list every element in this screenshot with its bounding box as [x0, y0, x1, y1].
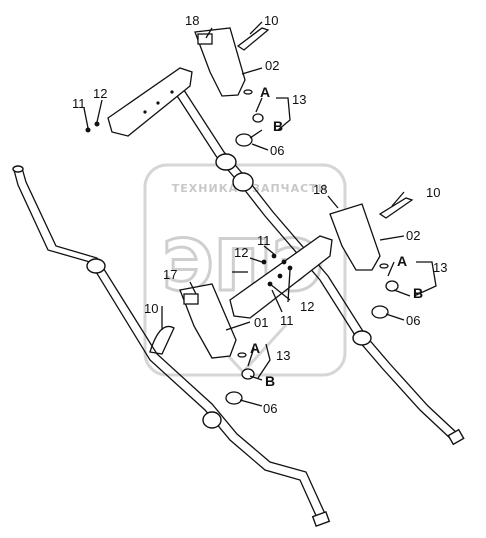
upper-assembly: [85, 27, 270, 147]
watermark-text-left: ТЕХНИКА: [172, 182, 238, 195]
middle-assembly: [229, 197, 414, 319]
label-A-low: A: [250, 340, 260, 356]
label-01: 01: [254, 315, 268, 330]
lower-nozzle-cap: [183, 293, 199, 305]
label-11-mid-b: 11: [280, 313, 294, 328]
lower-fitting: [225, 391, 243, 405]
callouts: 18 10 02 12 11 A 13 B 06 18 10 02 12 11 …: [72, 13, 447, 416]
label-B-mid: B: [413, 285, 423, 301]
label-06-low: 06: [263, 401, 277, 416]
upper-nozzle-cap: [197, 33, 213, 45]
left-pipe-joint-2: [202, 411, 222, 429]
middle-fitting: [371, 305, 389, 319]
right-pipe-joint-1: [215, 153, 237, 171]
label-06-mid: 06: [406, 313, 420, 328]
label-12-top: 12: [93, 86, 107, 101]
label-13-mid: 13: [433, 260, 447, 275]
label-B-top: B: [273, 118, 283, 134]
label-10-low: 10: [144, 301, 158, 316]
label-02-top: 02: [265, 58, 279, 73]
lower-clip: [149, 325, 175, 355]
label-10-mid: 10: [426, 185, 440, 200]
label-12-mid-b: 12: [300, 299, 314, 314]
leader-lines: [83, 21, 437, 407]
right-long-pipe: [171, 83, 465, 446]
label-12-mid-a: 12: [234, 245, 248, 260]
upper-bracket: [107, 67, 193, 137]
middle-clip: [378, 197, 414, 219]
label-18-mid: 18: [313, 182, 327, 197]
upper-clip: [236, 27, 270, 51]
label-11-mid-a: 11: [257, 233, 271, 248]
label-10-top: 10: [264, 13, 278, 28]
label-A-top: A: [260, 84, 270, 100]
upper-fitting: [235, 133, 253, 147]
label-13-low: 13: [276, 348, 290, 363]
middle-nozzle-body: [329, 203, 381, 271]
right-pipe-joint-2: [232, 172, 254, 192]
left-long-pipe: [12, 165, 331, 527]
watermark-text-right: ЗАПЧАСТИ: [252, 182, 328, 195]
label-06-top: 06: [270, 143, 284, 158]
label-B-low: B: [265, 373, 275, 389]
right-pipe-joint-3: [352, 330, 372, 346]
lower-assembly: [149, 283, 255, 405]
label-18-top: 18: [185, 13, 199, 28]
label-17: 17: [163, 267, 177, 282]
left-pipe-joint-1: [86, 258, 106, 274]
label-13-top: 13: [292, 92, 306, 107]
upper-nozzle-body: [194, 27, 246, 97]
label-02-mid: 02: [406, 228, 420, 243]
label-11-top: 11: [72, 96, 86, 111]
label-A-mid: A: [397, 253, 407, 269]
